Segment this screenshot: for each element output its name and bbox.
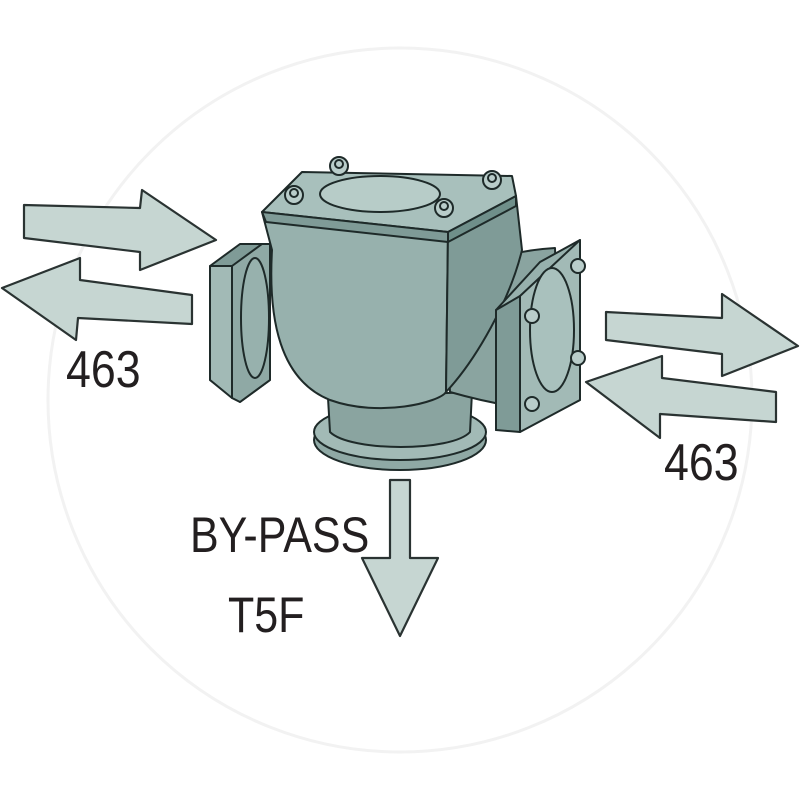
arrow-right-icon <box>604 292 800 378</box>
right-port-label: 463 <box>664 434 739 492</box>
arrow-down-icon <box>360 478 440 638</box>
left-arrows <box>0 188 218 342</box>
right-arrows <box>584 292 800 440</box>
valve-body-icon <box>209 156 586 471</box>
arrow-left-icon <box>584 354 778 440</box>
arrow-left-icon <box>0 256 194 342</box>
bypass-label: BY-PASS <box>190 507 370 563</box>
arrow-right-icon <box>22 188 218 272</box>
left-port-label: 463 <box>66 341 141 399</box>
bypass-code-label: T5F <box>228 587 305 643</box>
